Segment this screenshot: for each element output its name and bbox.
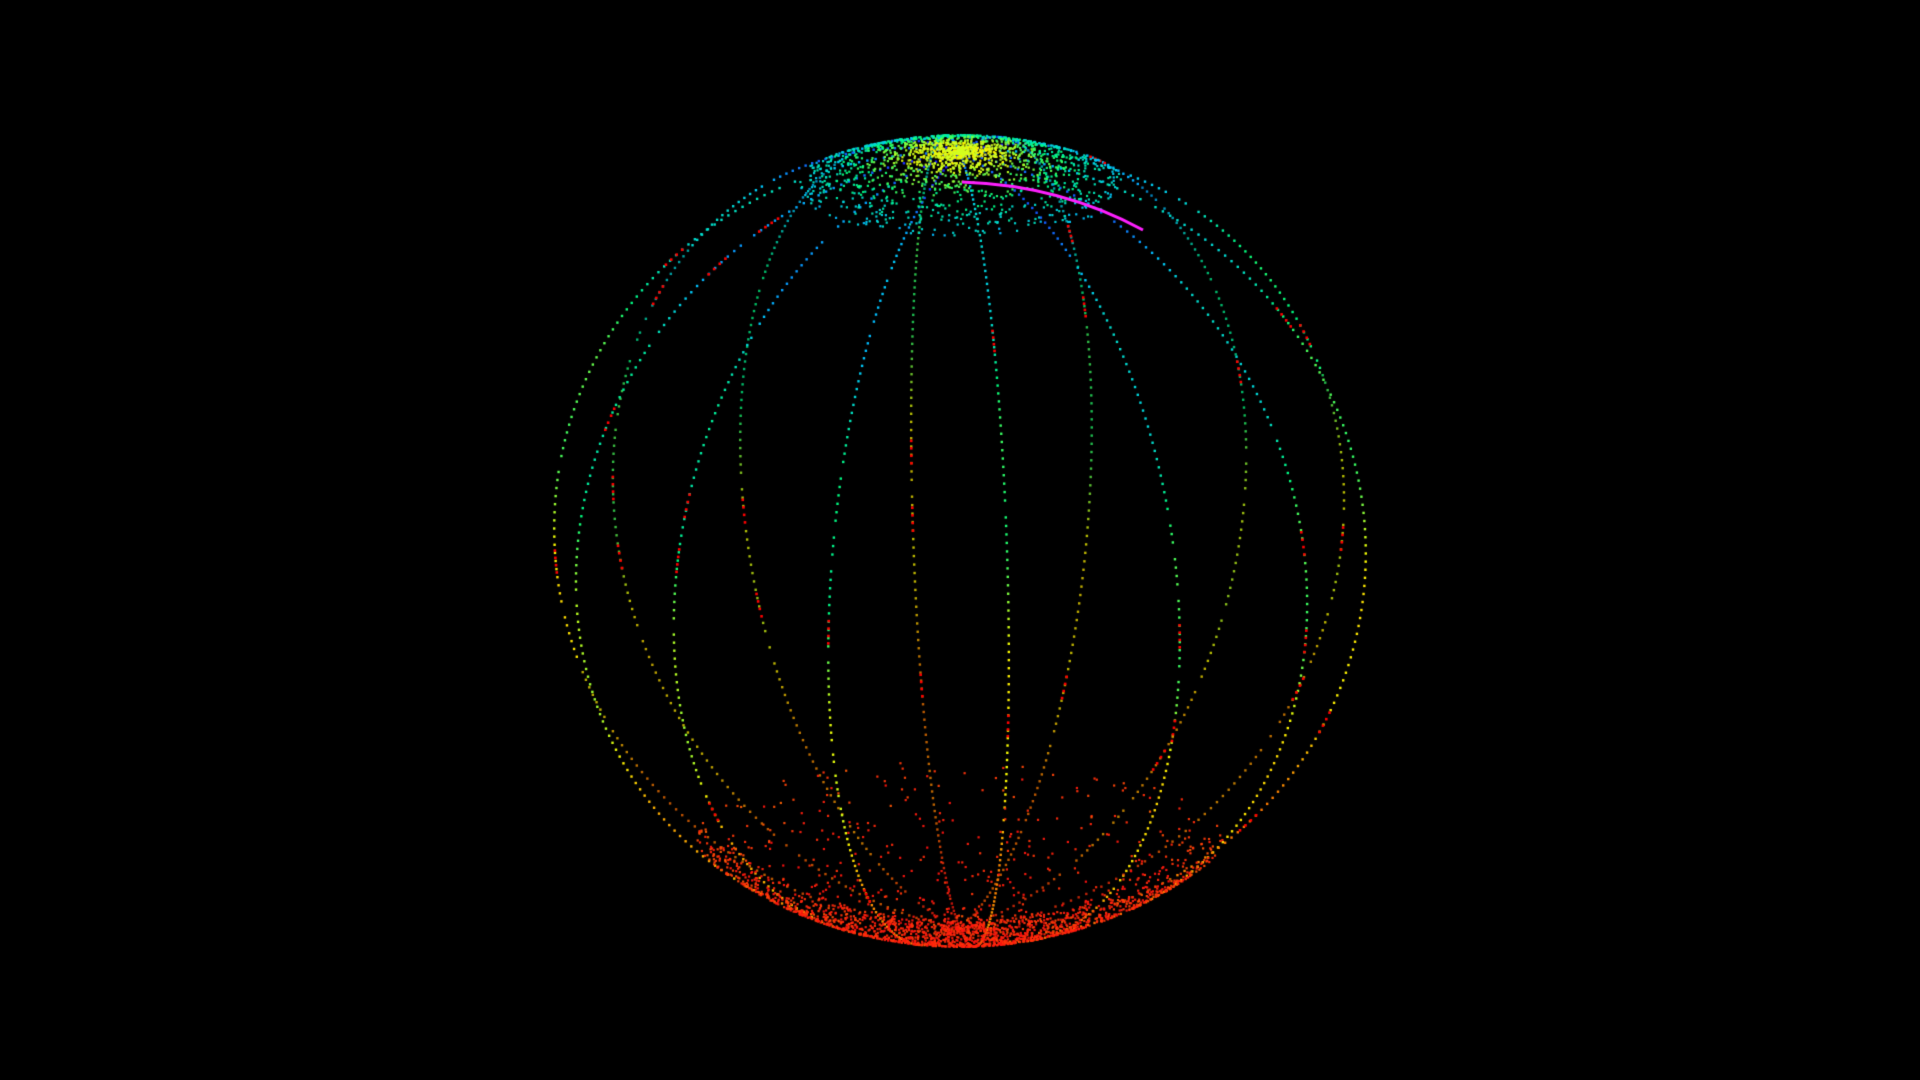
visualization-viewport[interactable] bbox=[0, 0, 1920, 1080]
particle-sphere-canvas[interactable] bbox=[0, 0, 1920, 1080]
